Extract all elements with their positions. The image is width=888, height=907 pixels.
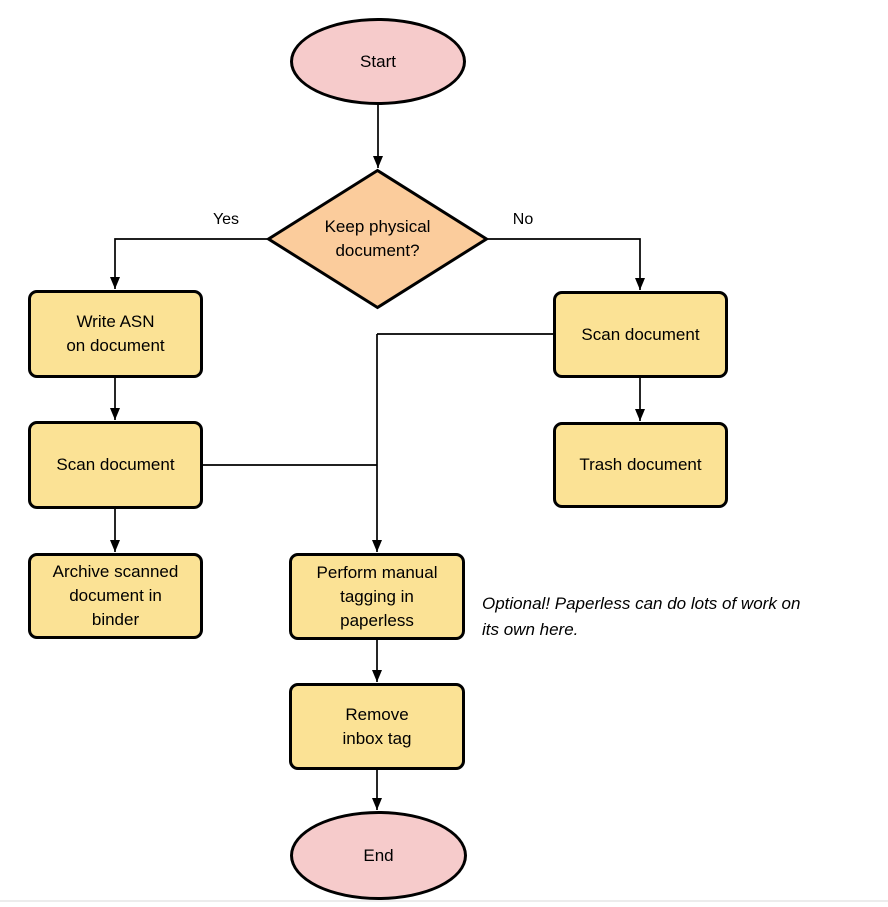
node-archive-in-binder-label: Archive scanned document in binder [52, 562, 179, 629]
node-start-label: Start [360, 51, 396, 71]
node-start: Start [290, 18, 466, 105]
node-scan-document-left-label: Scan document [56, 455, 175, 474]
decision-diamond-shape [265, 168, 490, 310]
node-decision-label: Keep physical document? [324, 217, 431, 260]
node-trash-document: Trash document [553, 422, 728, 508]
node-write-asn: Write ASN on document [28, 290, 203, 378]
node-scan-document-right: Scan document [553, 291, 728, 378]
node-trash-document-label: Trash document [579, 455, 702, 474]
edge-decision-no-to-scan-right [488, 238, 645, 290]
edge-label-yes: Yes [212, 211, 240, 228]
node-archive-in-binder: Archive scanned document in binder [28, 553, 203, 639]
node-end-label: End [363, 845, 394, 865]
node-remove-inbox-tag-label: Remove inbox tag [342, 704, 412, 748]
node-write-asn-label: Write ASN on document [66, 312, 165, 355]
node-scan-document-left: Scan document [28, 421, 203, 509]
node-remove-inbox-tag: Remove inbox tag [289, 683, 465, 770]
node-manual-tagging: Perform manual tagging in paperless [289, 553, 465, 640]
edge-label-no: No [512, 211, 534, 228]
node-decision-keep-physical: Keep physical document? [265, 168, 490, 310]
edge-decision-yes-to-write-asn [110, 238, 267, 289]
node-scan-document-right-label: Scan document [581, 324, 700, 344]
node-manual-tagging-label: Perform manual tagging in paperless [316, 562, 438, 630]
bottom-divider-line [0, 900, 888, 902]
node-end: End [290, 811, 467, 900]
optional-note: Optional! Paperless can do lots of work … [482, 594, 801, 639]
